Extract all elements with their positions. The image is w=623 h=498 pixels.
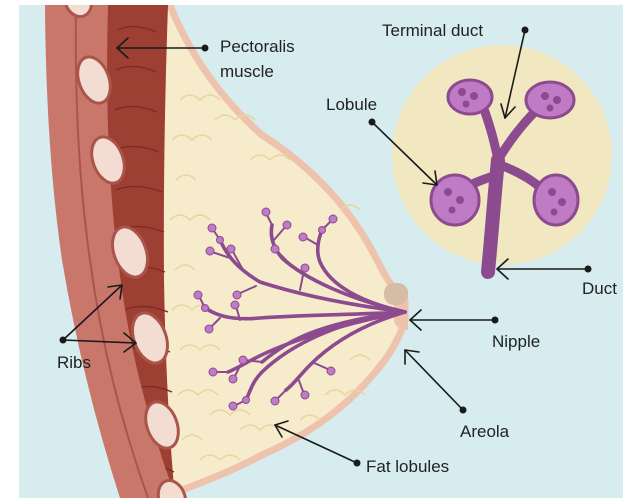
duct-lobule xyxy=(205,325,213,333)
nipple xyxy=(384,283,408,305)
duct-lobule xyxy=(233,291,241,299)
duct-lobule xyxy=(229,375,237,383)
duct-lobule xyxy=(194,291,202,299)
duct-lobule xyxy=(229,402,237,410)
duct-lobule xyxy=(299,233,307,241)
duct-lobule xyxy=(209,368,217,376)
duct-lobule xyxy=(262,208,270,216)
label-lobule: Lobule xyxy=(326,95,377,114)
duct-lobule xyxy=(231,301,239,309)
pectoralis-dot xyxy=(202,45,209,52)
label-fat-lobules: Fat lobules xyxy=(366,457,449,476)
duct-lobule xyxy=(217,237,224,244)
inset-lobule xyxy=(526,82,574,118)
inset-lobule xyxy=(448,80,492,114)
areola-dot xyxy=(460,407,467,414)
ribs-dot xyxy=(60,337,67,344)
duct-lobule xyxy=(301,391,309,399)
inset-lobule xyxy=(431,175,479,225)
duct-lobule xyxy=(283,221,291,229)
duct-lobule xyxy=(243,397,250,404)
duct-lobule xyxy=(239,356,247,364)
duct-lobule xyxy=(319,227,326,234)
fat-lobules-dot xyxy=(354,460,361,467)
duct-lobule xyxy=(329,215,337,223)
label-ribs: Ribs xyxy=(57,353,91,372)
nipple-dot xyxy=(492,317,499,324)
duct-lobule xyxy=(206,247,214,255)
inset-lobule xyxy=(534,175,578,225)
label-duct: Duct xyxy=(582,279,617,298)
duct-lobule xyxy=(227,245,235,253)
label-pectoralis: Pectoralis xyxy=(220,37,295,56)
label-areola: Areola xyxy=(460,422,510,441)
duct-lobule xyxy=(202,305,209,312)
duct-lobule xyxy=(271,245,279,253)
duct-lobule xyxy=(271,397,279,405)
duct-dot xyxy=(585,266,592,273)
label-terminal-duct: Terminal duct xyxy=(382,21,483,40)
duct-lobule xyxy=(208,224,216,232)
lobule-dot xyxy=(369,119,376,126)
label-muscle: muscle xyxy=(220,62,274,81)
duct-lobule xyxy=(327,367,335,375)
duct-lobule xyxy=(301,264,309,272)
terminal-duct-dot xyxy=(522,27,529,34)
label-nipple: Nipple xyxy=(492,332,540,351)
